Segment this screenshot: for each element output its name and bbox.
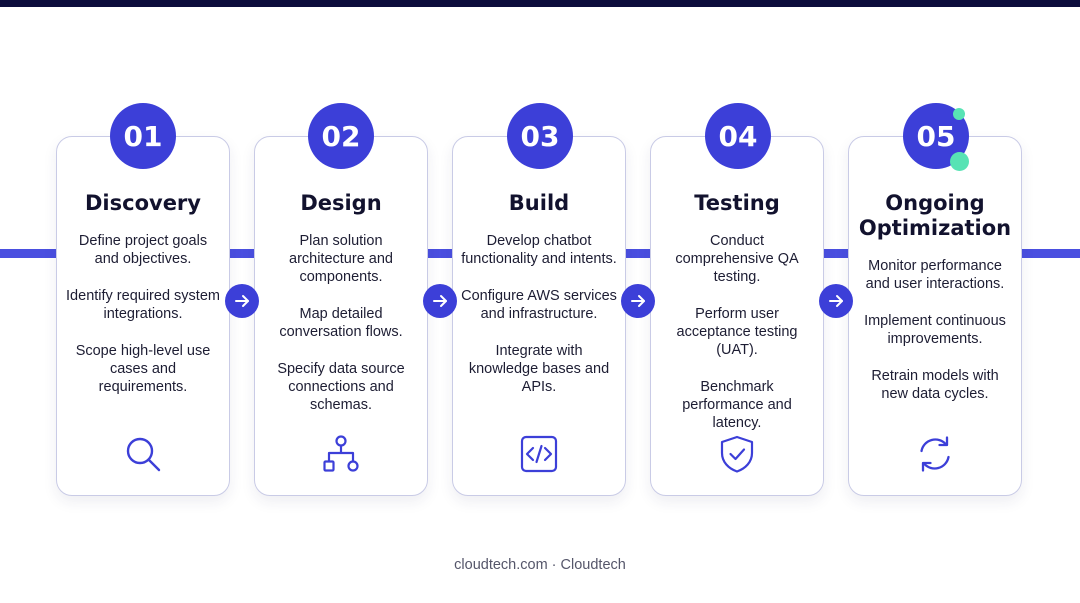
step-item: Conduct comprehensive QA testing. — [675, 233, 799, 285]
step-number-badge: 04 — [705, 103, 771, 169]
step-title: Ongoing Optimization — [858, 191, 1012, 240]
arrow-right-icon — [423, 284, 457, 318]
step-item: Specify data source connections and sche… — [277, 361, 405, 413]
step-item: Define project goals and objectives. — [78, 233, 208, 267]
step-item: Plan solution architecture and component… — [289, 233, 393, 285]
step-item: Develop chatbot functionality and intent… — [461, 233, 617, 267]
hierarchy-icon — [323, 435, 359, 472]
step-number-badge: 01 — [110, 103, 176, 169]
step-item: Identify required system integrations. — [66, 288, 220, 322]
step-title: Design — [300, 191, 382, 215]
step-item: Configure AWS services and infrastructur… — [461, 288, 617, 322]
step-item: Scope high-level use cases and requireme… — [75, 343, 211, 395]
step-card-build: Build Develop chatbot functionality and … — [452, 136, 626, 496]
step-card-testing: Testing Conduct comprehensive QA testing… — [650, 136, 824, 496]
step-item: Benchmark performance and latency. — [682, 379, 792, 431]
step-items: Monitor performance and user interaction… — [849, 257, 1021, 422]
step-item: Map detailed conversation flows. — [279, 306, 403, 340]
footer-source: cloudtech.com · Cloudtech — [454, 557, 626, 573]
step-title: Discovery — [85, 191, 201, 215]
step-item: Integrate with knowledge bases and APIs. — [468, 343, 610, 395]
step-card-ongoing-optimization: Ongoing Optimization Monitor performance… — [848, 136, 1022, 496]
search-icon — [126, 437, 161, 472]
top-bar — [0, 0, 1080, 7]
step-items: Define project goals and objectives. Ide… — [57, 232, 229, 415]
step-title: Testing — [694, 191, 780, 215]
shield-check-icon — [720, 435, 754, 473]
step-number-badge: 02 — [308, 103, 374, 169]
step-item: Retrain models with new data cycles. — [871, 368, 999, 402]
step-item: Monitor performance and user interaction… — [865, 258, 1005, 292]
highlight-dot-large — [950, 152, 969, 171]
step-card-discovery: Discovery Define project goals and objec… — [56, 136, 230, 496]
step-item: Perform user acceptance testing (UAT). — [676, 306, 798, 358]
arrow-right-icon — [225, 284, 259, 318]
step-items: Plan solution architecture and component… — [255, 232, 427, 433]
step-number-badge: 03 — [507, 103, 573, 169]
arrow-right-icon — [621, 284, 655, 318]
step-title: Build — [508, 191, 570, 215]
step-items: Develop chatbot functionality and intent… — [453, 232, 625, 415]
step-card-design: Design Plan solution architecture and co… — [254, 136, 428, 496]
step-items: Conduct comprehensive QA testing. Perfor… — [651, 232, 823, 451]
refresh-icon — [920, 436, 950, 472]
arrow-right-icon — [819, 284, 853, 318]
code-icon — [520, 435, 558, 473]
step-item: Implement continuous improvements. — [864, 313, 1006, 347]
highlight-dot-small — [953, 108, 965, 120]
